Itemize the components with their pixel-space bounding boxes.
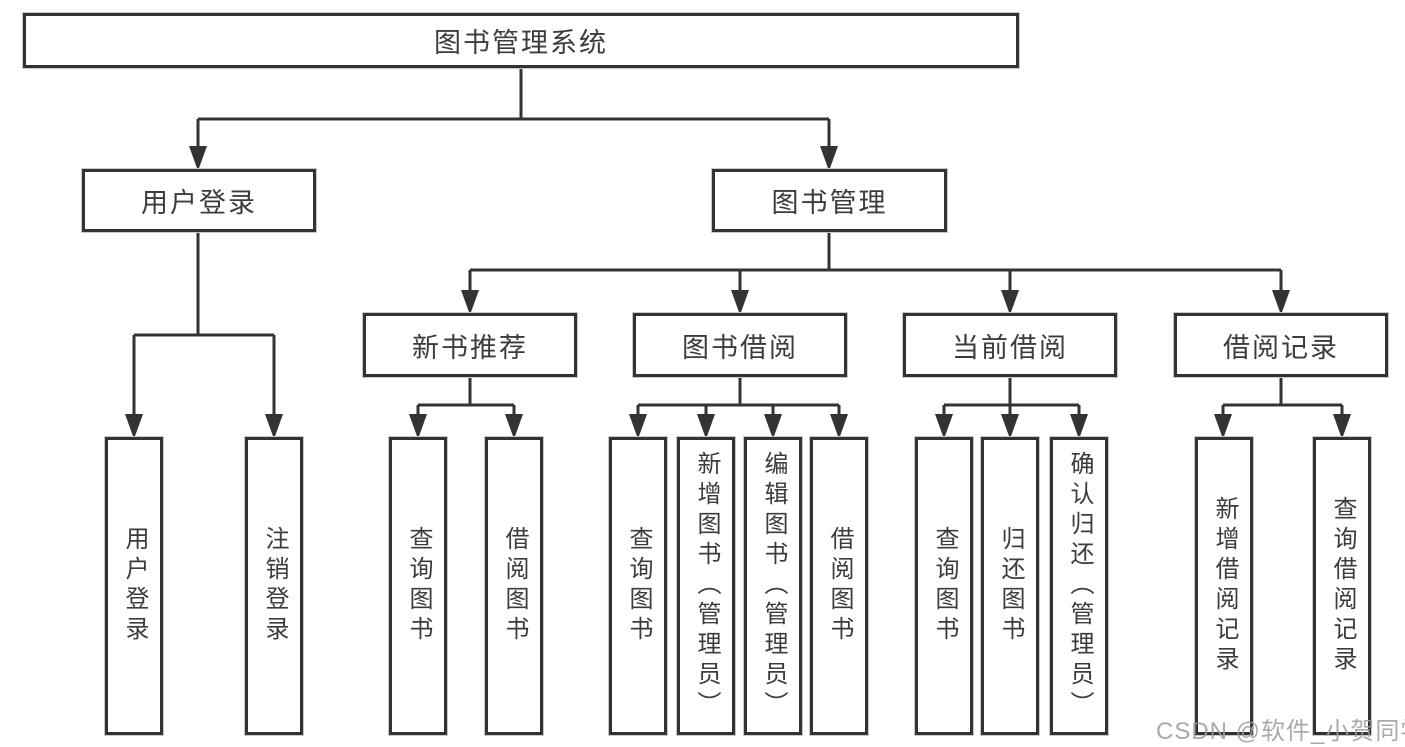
edge-book-borrow-branch (636, 377, 841, 414)
node-book-mgmt: 图书管理 (712, 169, 947, 232)
node-leaf-logout: 注销登录 (245, 437, 303, 735)
node-root: 图书管理系统 (23, 13, 1019, 68)
arrow-icon (629, 414, 647, 439)
node-leaf-nb-query: 查询图书 (389, 437, 447, 735)
arrow-icon (1333, 414, 1351, 439)
arrow-icon (1272, 290, 1290, 315)
node-book-borrow: 图书借阅 (633, 313, 847, 377)
arrow-icon (764, 414, 782, 439)
csdn-watermark: CSDN @软件_小贺同学 (1156, 718, 1405, 745)
node-leaf-nb-borrow: 借阅图书 (485, 437, 543, 735)
node-leaf-bb-edit: 编辑图书（管理员） (744, 437, 802, 735)
arrowheads (125, 146, 1351, 439)
node-leaf-cb-confirm: 确认归还（管理员） (1050, 437, 1108, 735)
arrow-icon (1070, 414, 1088, 439)
node-leaf-bb-query: 查询图书 (609, 437, 667, 735)
arrow-icon (1214, 414, 1232, 439)
arrow-icon (505, 414, 523, 439)
arrow-icon (830, 414, 848, 439)
node-current-borrow: 当前借阅 (903, 313, 1117, 377)
arrow-icon (1001, 414, 1019, 439)
arrow-icon (697, 414, 715, 439)
node-leaf-br-query: 查询借阅记录 (1313, 437, 1371, 735)
edge-user-login-branch (132, 232, 276, 414)
edge-book-mgmt-branch (468, 232, 1283, 290)
node-user-login: 用户登录 (82, 169, 316, 232)
node-new-books: 新书推荐 (363, 313, 577, 377)
arrow-icon (820, 146, 838, 171)
edge-new-books-branch (416, 377, 516, 414)
node-leaf-user-login: 用户登录 (105, 437, 163, 735)
arrow-icon (189, 146, 207, 171)
node-leaf-br-add: 新增借阅记录 (1195, 437, 1253, 735)
arrow-icon (731, 290, 749, 315)
edge-borrow-records-branch (1221, 377, 1344, 414)
tree-edges (132, 68, 1344, 414)
node-leaf-bb-add: 新增图书（管理员） (677, 437, 735, 735)
arrow-icon (409, 414, 427, 439)
arrow-icon (265, 414, 283, 439)
edge-root-to-level2 (196, 68, 831, 146)
arrow-icon (1001, 290, 1019, 315)
node-borrow-records: 借阅记录 (1174, 313, 1388, 377)
node-leaf-cb-return: 归还图书 (981, 437, 1039, 735)
arrow-icon (461, 290, 479, 315)
arrow-icon (125, 414, 143, 439)
edge-current-borrow-branch (942, 377, 1081, 414)
node-leaf-bb-borrow: 借阅图书 (810, 437, 868, 735)
arrow-icon (935, 414, 953, 439)
node-leaf-cb-query: 查询图书 (915, 437, 973, 735)
